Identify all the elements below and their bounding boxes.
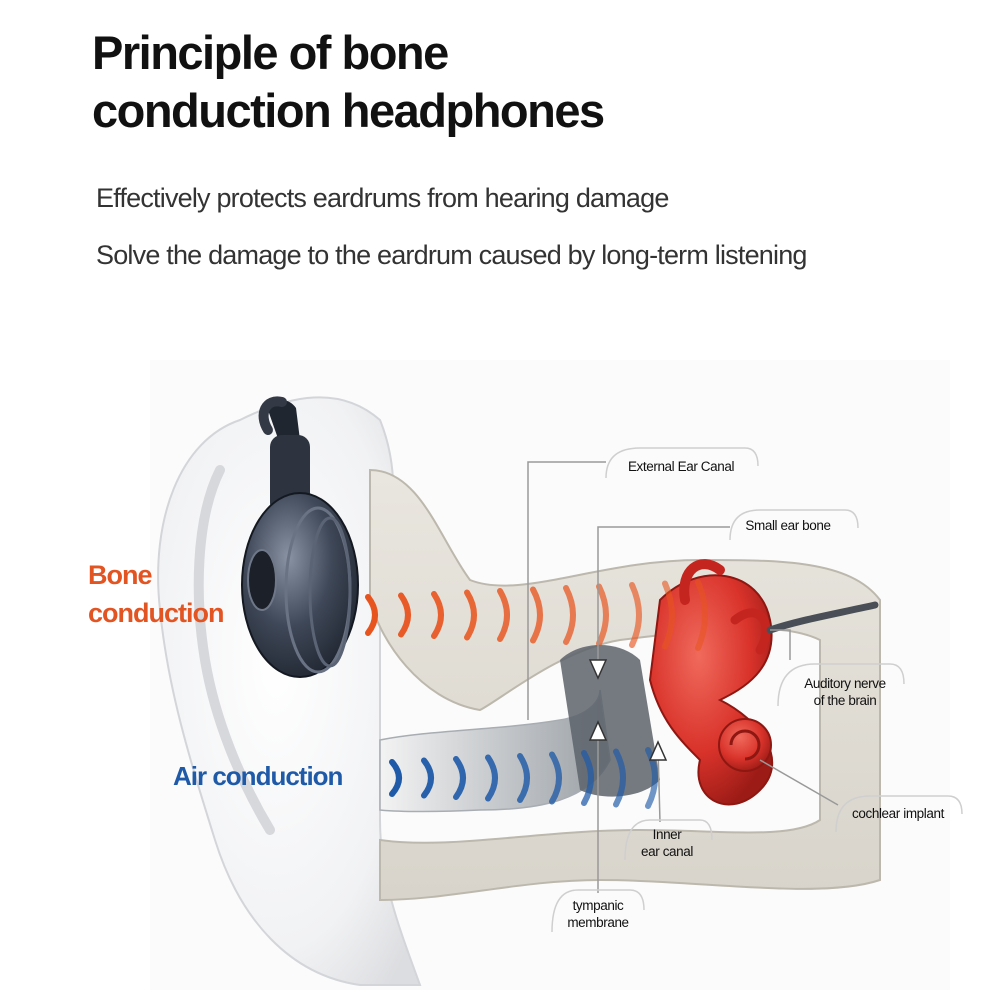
page-title: Principle of bone conduction headphones [92, 24, 605, 140]
callout-inner-ear-canal: Inner ear canal [625, 826, 709, 860]
bone-label-line-2: conduction [88, 598, 224, 628]
callout-tympanic-line-2: membrane [567, 915, 629, 930]
air-wave-arc [645, 747, 658, 809]
callout-lines [527, 461, 839, 893]
air-wave-arc [549, 751, 562, 805]
bone-conduction-label: Bone conduction [88, 556, 224, 632]
air-conduction-waves [389, 747, 658, 809]
auditory-nerve-cable [766, 601, 879, 634]
callout-inner-line-2: ear canal [641, 844, 693, 859]
air-wave-arc [453, 756, 466, 800]
subtitle-protects: Effectively protects eardrums from heari… [96, 183, 669, 213]
outer-ear-shape [157, 396, 422, 986]
title-line-2: conduction headphones [92, 84, 605, 137]
callout-external-ear-canal: External Ear Canal [627, 459, 735, 474]
callout-auditory-line-1: Auditory nerve [804, 676, 886, 691]
ear-inner-fold [193, 465, 275, 835]
air-wave-arc [389, 759, 402, 797]
bone-wave-arc [596, 583, 609, 647]
title-line-1: Principle of bone [92, 26, 449, 79]
bone-wave-arc [563, 585, 576, 645]
bone-label-line-1: Bone [88, 560, 153, 590]
leader-auditory-nerve [770, 629, 791, 660]
bone-wave-arc [398, 592, 411, 638]
air-wave-arc [485, 754, 498, 802]
callout-tympanic-line-1: tympanic [572, 898, 624, 913]
callout-tympanic-membrane: tympanic membrane [552, 897, 644, 931]
callout-cochlear-implant: cochlear implant [852, 806, 944, 821]
headphone [241, 396, 359, 678]
air-conduction-label: Air conduction [173, 761, 343, 791]
bone-wave-arc [695, 579, 708, 651]
leader-cochlear [759, 759, 839, 806]
bone-wave-arc [497, 588, 510, 642]
bone-wave-arc [530, 586, 543, 644]
callout-auditory-line-2: of the brain [813, 693, 877, 708]
arrow-tympanic [588, 720, 608, 741]
callout-auditory-nerve: Auditory nerve of the brain [780, 675, 910, 709]
callout-bubbles [551, 447, 963, 933]
callout-small-ear-bone: Small ear bone [745, 518, 831, 533]
bone-wave-arc [662, 580, 675, 650]
bone-wave-arc [629, 582, 642, 648]
leader-small-bone [597, 526, 730, 660]
inner-ear-organ [648, 559, 774, 806]
bone-wave-arc [431, 591, 444, 639]
pointer-arrows [588, 659, 668, 761]
callout-inner-line-1: Inner [652, 827, 682, 842]
air-wave-arc [517, 753, 530, 803]
air-wave-arc [421, 757, 434, 799]
air-wave-arc [613, 748, 626, 808]
bone-wave-arc [464, 589, 477, 641]
air-wave-arc [581, 750, 594, 806]
arrow-inner-canal [648, 740, 668, 761]
leader-external-canal [527, 461, 606, 720]
subtitle-solve: Solve the damage to the eardrum caused b… [96, 240, 807, 270]
bone-conduction-waves [365, 579, 708, 651]
bone-wave-arc [365, 594, 378, 636]
arrow-small-bone [588, 659, 608, 680]
